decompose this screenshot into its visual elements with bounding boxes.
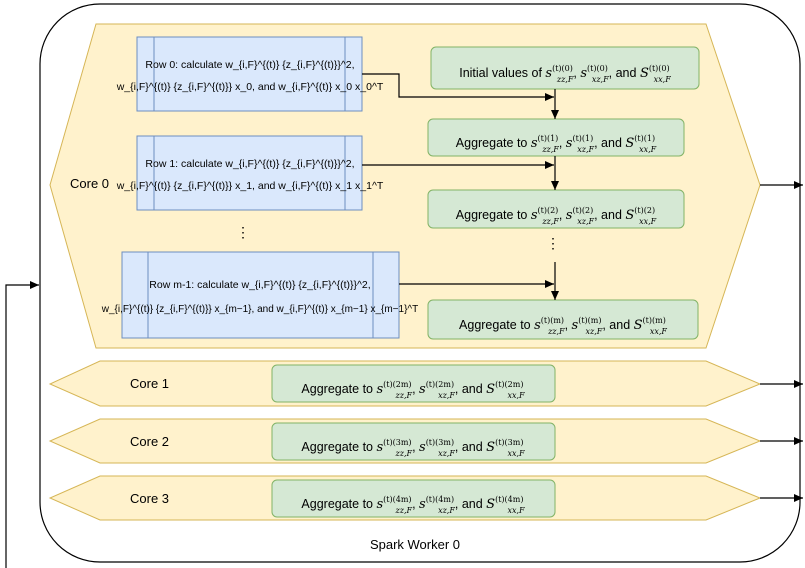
core1-agg-box — [271, 364, 556, 403]
core2-label: Core 2 — [130, 434, 169, 449]
svg-text:Aggregate to s(t)(3m)zz,F, s(t: Aggregate to s(t)(3m)zz,F, s(t)(3m)xz,F,… — [301, 438, 525, 458]
core2-agg-text: Aggregate to s(t)(3m)zz,F, s(t)(3m)xz,F,… — [301, 438, 525, 458]
row-box-0 — [136, 36, 363, 112]
core1-label: Core 1 — [130, 376, 169, 391]
arrow-row0-to-chain — [362, 73, 554, 101]
row-box-m1 — [121, 251, 400, 339]
svg-text:Aggregate to s(t)(2)zz,F, s(t): Aggregate to s(t)(2)zz,F, s(t)(2)xz,F, a… — [456, 206, 657, 226]
rowm1-line2: w_{i,F}^{(t)} {z_{i,F}^{(t)}} x_{m−1}, a… — [101, 304, 418, 315]
agg-text-0: Initial values of s(t)(0)zz,F, s(t)(0)xz… — [459, 64, 671, 84]
row1-line1: Row 1: calculate w_{i,F}^{(t)} {z_{i,F}^… — [145, 158, 354, 170]
core1-agg-text: Aggregate to s(t)(2m)zz,F, s(t)(2m)xz,F,… — [301, 380, 525, 400]
svg-text:Aggregate to s(t)(1)zz,F, s(t): Aggregate to s(t)(1)zz,F, s(t)(1)xz,F, a… — [456, 134, 657, 154]
svg-text:Initial values of s(t)(0)zz,F,: Initial values of s(t)(0)zz,F, s(t)(0)xz… — [459, 64, 671, 84]
core3-agg-text: Aggregate to s(t)(4m)zz,F, s(t)(4m)xz,F,… — [301, 495, 525, 515]
core2-agg-box — [271, 422, 556, 461]
svg-text:Aggregate to s(t)(m)zz,F, s(t): Aggregate to s(t)(m)zz,F, s(t)(m)xz,F, a… — [459, 316, 667, 336]
svg-text:Aggregate to s(t)(2m)zz,F, s(t: Aggregate to s(t)(2m)zz,F, s(t)(2m)xz,F,… — [301, 380, 525, 400]
row-box-1 — [136, 135, 363, 211]
spark-worker-label: Spark Worker 0 — [370, 537, 460, 552]
row0-line2: w_{i,F}^{(t)} {z_{i,F}^{(t)}} x_0, and w… — [116, 81, 384, 93]
vdots-rows: ⋮ — [236, 225, 250, 241]
core3-agg-box — [271, 479, 556, 518]
vdots-agg: ⋮ — [546, 236, 560, 252]
agg-text-2: Aggregate to s(t)(2)zz,F, s(t)(2)xz,F, a… — [456, 206, 657, 226]
agg-box-1 — [427, 118, 685, 157]
agg-text-1: Aggregate to s(t)(1)zz,F, s(t)(1)xz,F, a… — [456, 134, 657, 154]
core0-label: Core 0 — [70, 176, 109, 191]
rowm1-line1: Row m-1: calculate w_{i,F}^{(t)} {z_{i,F… — [149, 279, 370, 291]
agg-box-0 — [430, 46, 700, 90]
agg-box-m — [427, 299, 699, 340]
agg-text-m: Aggregate to s(t)(m)zz,F, s(t)(m)xz,F, a… — [459, 316, 667, 336]
agg-box-2 — [427, 189, 685, 229]
row0-line1: Row 0: calculate w_{i,F}^{(t)} {z_{i,F}^… — [145, 59, 354, 71]
svg-text:Aggregate to s(t)(4m)zz,F, s(t: Aggregate to s(t)(4m)zz,F, s(t)(4m)xz,F,… — [301, 495, 525, 515]
core3-label: Core 3 — [130, 491, 169, 506]
arrow-feedback-in — [5, 281, 39, 568]
row1-line2: w_{i,F}^{(t)} {z_{i,F}^{(t)}} x_1, and w… — [116, 180, 384, 192]
